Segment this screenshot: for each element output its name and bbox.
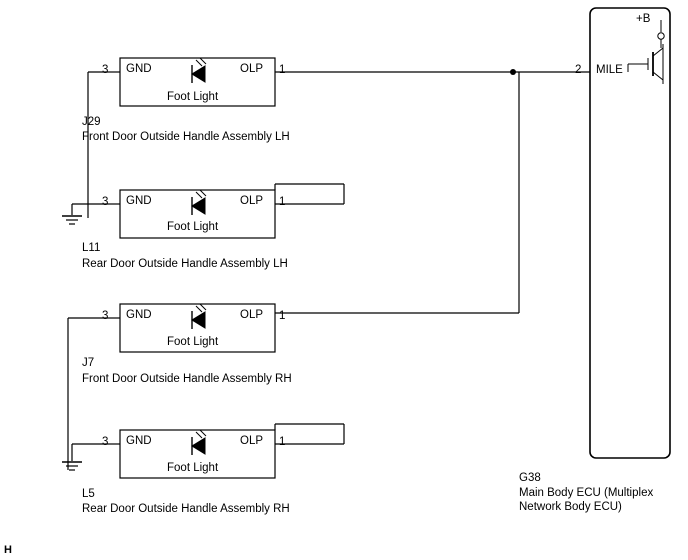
pin-left-j7: 3 bbox=[102, 310, 109, 322]
led-symbol-l11-icon bbox=[191, 197, 206, 215]
ecu-name-line1: Main Body ECU (Multiplex bbox=[519, 487, 654, 499]
junction-dot bbox=[510, 69, 516, 75]
pin-right-l11: 1 bbox=[279, 196, 286, 208]
inner-label-j29: Foot Light bbox=[167, 91, 219, 103]
led-ray1-l11-icon bbox=[195, 191, 203, 199]
connector-box-l5 bbox=[119, 429, 276, 479]
transistor-source-line-icon bbox=[652, 71, 664, 81]
terminal-left-j7: GND bbox=[126, 309, 152, 321]
terminal-right-l11: OLP bbox=[240, 195, 264, 207]
led-ray2-j29-icon bbox=[199, 57, 207, 65]
ecu-supply-terminal-icon bbox=[657, 32, 665, 40]
led-ray2-j7-icon bbox=[199, 303, 207, 311]
led-symbol-j7-icon bbox=[191, 311, 206, 329]
terminal-left-l5: GND bbox=[126, 435, 152, 447]
inner-label-l5: Foot Light bbox=[167, 462, 219, 474]
led-ray1-j7-icon bbox=[195, 305, 203, 313]
ecu-terminal-number: 2 bbox=[575, 64, 582, 76]
led-ray1-l5-icon bbox=[195, 431, 203, 439]
page-marker: H bbox=[4, 544, 12, 556]
connector-box-j7 bbox=[119, 303, 276, 353]
block-desc-l5: Rear Door Outside Handle Assembly RH bbox=[82, 503, 290, 515]
led-symbol-j29-icon bbox=[191, 65, 206, 83]
block-ref-l11: L11 bbox=[82, 242, 101, 254]
terminal-left-j29: GND bbox=[126, 63, 152, 75]
inner-label-j7: Foot Light bbox=[167, 336, 219, 348]
led-symbol-l5-icon bbox=[191, 437, 206, 455]
pin-right-j7: 1 bbox=[279, 310, 286, 322]
connector-box-l11 bbox=[119, 189, 276, 239]
block-ref-j7: J7 bbox=[82, 357, 95, 369]
ecu-ref: G38 bbox=[519, 472, 541, 484]
led-ray2-l11-icon bbox=[199, 189, 207, 197]
terminal-right-j7: OLP bbox=[240, 309, 264, 321]
pin-right-l5: 1 bbox=[279, 436, 286, 448]
terminal-right-l5: OLP bbox=[240, 435, 264, 447]
pin-left-j29: 3 bbox=[102, 64, 109, 76]
ecu-name-line2: Network Body ECU) bbox=[519, 501, 622, 513]
inner-label-l11: Foot Light bbox=[167, 221, 219, 233]
block-ref-j29: J29 bbox=[82, 116, 101, 128]
led-ray2-l5-icon bbox=[199, 429, 207, 437]
pin-left-l5: 3 bbox=[102, 436, 109, 448]
terminal-left-l11: GND bbox=[126, 195, 152, 207]
block-desc-l11: Rear Door Outside Handle Assembly LH bbox=[82, 258, 288, 270]
block-ref-l5: L5 bbox=[82, 488, 95, 500]
led-ray1-j29-icon bbox=[195, 59, 203, 67]
block-desc-j29: Front Door Outside Handle Assembly LH bbox=[82, 131, 290, 143]
ecu-box bbox=[589, 7, 671, 459]
transistor-drain-line-icon bbox=[652, 47, 664, 57]
pin-left-l11: 3 bbox=[102, 196, 109, 208]
ecu-power-label: +B bbox=[636, 13, 651, 25]
connector-box-j29 bbox=[119, 57, 276, 107]
pin-right-j29: 1 bbox=[279, 64, 286, 76]
terminal-right-j29: OLP bbox=[240, 63, 264, 75]
block-desc-j7: Front Door Outside Handle Assembly RH bbox=[82, 373, 292, 385]
ecu-terminal-name: MILE bbox=[596, 64, 623, 76]
